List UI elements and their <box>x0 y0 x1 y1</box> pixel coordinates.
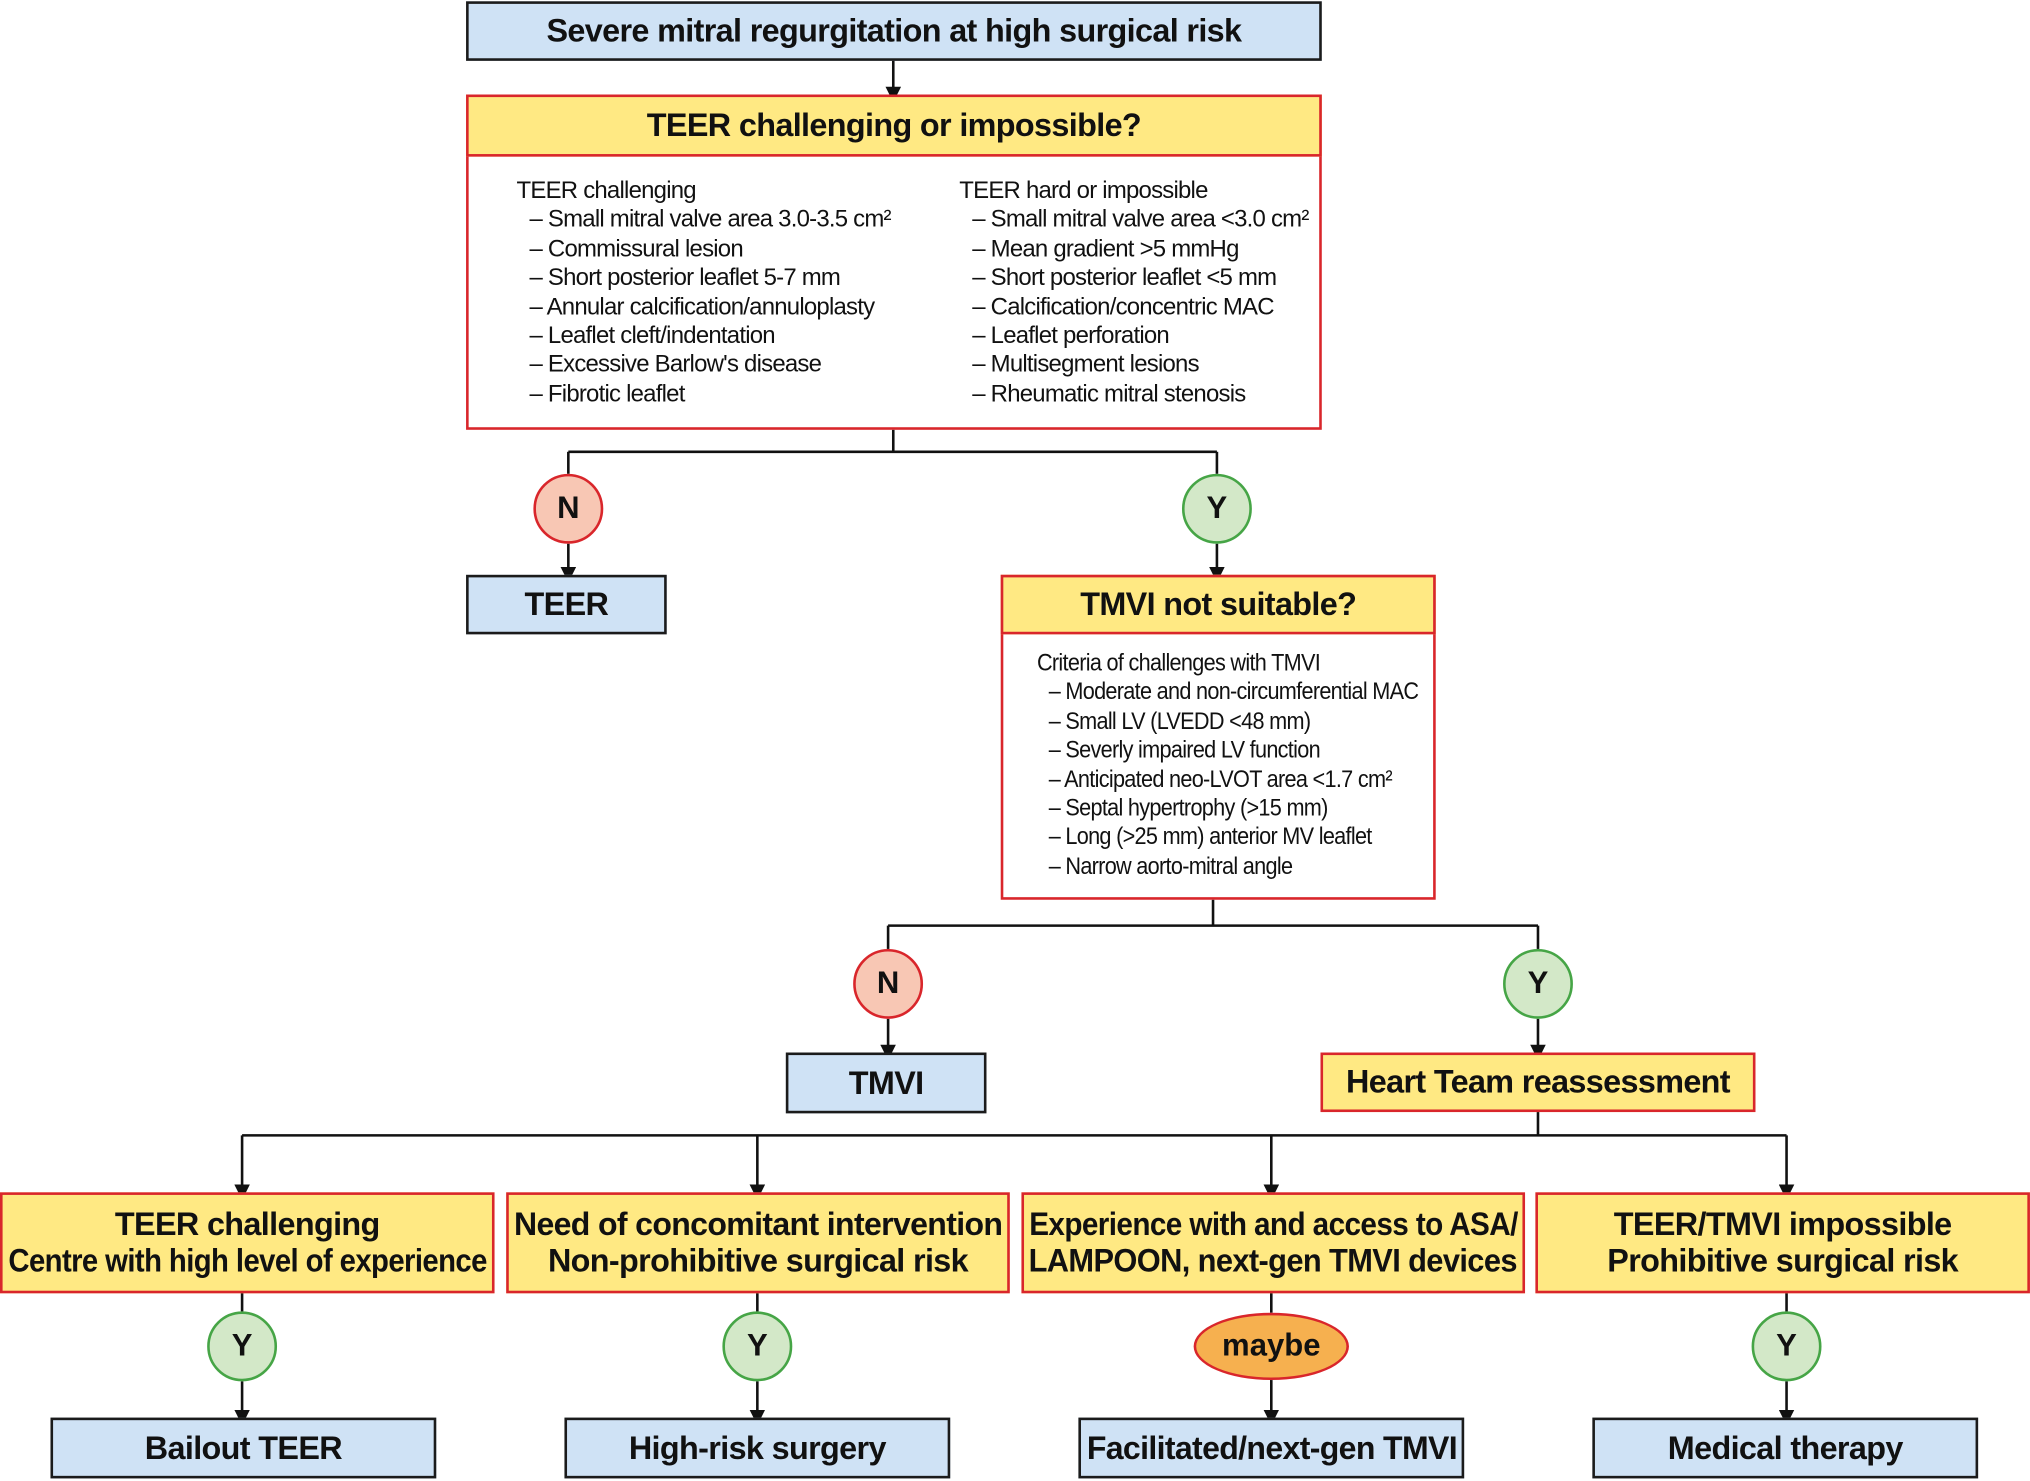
yes-decision-circle: Y <box>207 1311 278 1382</box>
start-label: Severe mitral regurgitation at high surg… <box>546 12 1242 50</box>
list-item: Small mitral valve area <3.0 cm² <box>959 205 1310 234</box>
list-item: Small mitral valve area 3.0-3.5 cm² <box>517 205 892 234</box>
tmvi-criteria-heading: Criteria of challenges with TMVI <box>1036 648 1321 676</box>
yes-label: Y <box>746 1328 768 1364</box>
teer-impossible-list: TEER hard or impossible Small mitral val… <box>959 176 1310 408</box>
teer-outcome-label: TEER <box>524 586 609 623</box>
tmvi-outcome-box: TMVI <box>785 1052 987 1114</box>
option-line1: TEER challenging <box>114 1206 380 1243</box>
yes-decision-circle: Y <box>1181 473 1252 544</box>
outcome-box-high-risk-surgery: High-risk surgery <box>564 1417 951 1479</box>
list-item: Rheumatic mitral stenosis <box>959 379 1308 408</box>
list-item: Commissural lesion <box>517 234 891 263</box>
option-line2: Centre with high level of experience <box>8 1242 487 1280</box>
teer-challenging-heading: TEER challenging <box>516 176 697 204</box>
no-label: N <box>557 490 580 526</box>
maybe-decision-ellipse: maybe <box>1193 1312 1349 1381</box>
outcome-box-next-gen-tmvi: Facilitated/next-gen TMVI <box>1078 1417 1465 1479</box>
tmvi-question-title: TMVI not suitable? <box>1080 586 1357 623</box>
list-item: Small LV (LVEDD <48 mm) <box>1037 707 1418 736</box>
tmvi-question-header: TMVI not suitable? <box>1000 574 1436 635</box>
option-box-surgery: Need of concomitant intervention Non-pro… <box>506 1192 1010 1294</box>
yes-decision-circle: Y <box>1751 1311 1822 1382</box>
list-item: Long (>25 mm) anterior MV leaflet <box>1037 823 1418 852</box>
yes-decision-circle: Y <box>722 1311 793 1382</box>
no-label: N <box>876 965 900 1001</box>
list-item: Annular calcification/annuloplasty <box>517 292 891 321</box>
option-line1: Need of concomitant intervention <box>513 1206 1003 1243</box>
list-item: Leaflet cleft/indentation <box>517 321 891 350</box>
yes-label: Y <box>1776 1328 1797 1364</box>
outcome-box-medical-therapy: Medical therapy <box>1592 1417 1979 1479</box>
yes-label: Y <box>1527 965 1549 1001</box>
option-line2: LAMPOON, next-gen TMVI devices <box>1029 1242 1518 1280</box>
list-item: Narrow aorto-mitral angle <box>1037 852 1418 881</box>
option-line1: TEER/TMVI impossible <box>1613 1206 1952 1243</box>
list-item: Fibrotic leaflet <box>517 379 891 408</box>
list-item: Calcification/concentric MAC <box>959 292 1308 321</box>
maybe-label: maybe <box>1222 1328 1321 1364</box>
yes-label: Y <box>231 1328 253 1364</box>
option-box-medical: TEER/TMVI impossible Prohibitive surgica… <box>1535 1192 2030 1294</box>
outcome-label: Facilitated/next-gen TMVI <box>1086 1429 1457 1467</box>
tmvi-outcome-label: TMVI <box>848 1064 924 1102</box>
outcome-label: Bailout TEER <box>144 1429 343 1467</box>
list-item: Excessive Barlow's disease <box>517 350 891 379</box>
yes-decision-circle: Y <box>1503 948 1573 1019</box>
tmvi-criteria-list: Criteria of challenges with TMVI Moderat… <box>1036 648 1419 881</box>
heart-team-reassessment-box: Heart Team reassessment <box>1320 1052 1756 1113</box>
list-item: Moderate and non-circumferential MAC <box>1037 678 1419 707</box>
teer-outcome-box: TEER <box>466 574 667 635</box>
outcome-label: Medical therapy <box>1667 1429 1904 1467</box>
teer-question-title: TEER challenging or impossible? <box>646 107 1142 144</box>
list-item: Mean gradient >5 mmHg <box>959 234 1308 263</box>
list-item: Short posterior leaflet <5 mm <box>959 263 1308 292</box>
teer-impossible-heading: TEER hard or impossible <box>959 176 1208 204</box>
list-item: Severly impaired LV function <box>1037 736 1418 765</box>
teer-question-header: TEER challenging or impossible? <box>466 94 1322 157</box>
no-decision-circle: N <box>533 473 604 544</box>
option-box-next-gen-tmvi: Experience with and access to ASA/ LAMPO… <box>1021 1192 1526 1294</box>
list-item: Short posterior leaflet 5-7 mm <box>517 263 891 292</box>
yes-label: Y <box>1206 490 1228 526</box>
list-item: Leaflet perforation <box>959 321 1308 350</box>
option-line1: Experience with and access to ASA/ <box>1028 1206 1518 1243</box>
no-decision-circle: N <box>853 948 924 1019</box>
start-box: Severe mitral regurgitation at high surg… <box>466 1 1322 61</box>
outcome-box-bailout-teer: Bailout TEER <box>50 1417 437 1479</box>
outcome-label: High-risk surgery <box>628 1429 887 1467</box>
list-item: Septal hypertrophy (>15 mm) <box>1037 794 1418 823</box>
heart-team-reassessment-label: Heart Team reassessment <box>1346 1064 1731 1101</box>
option-line2: Non-prohibitive surgical risk <box>547 1242 969 1280</box>
list-item: Anticipated neo-LVOT area <1.7 cm² <box>1037 765 1418 794</box>
option-line2: Prohibitive surgical risk <box>1607 1242 1959 1280</box>
option-box-bailout: TEER challenging Centre with high level … <box>0 1192 495 1294</box>
teer-challenging-list: TEER challenging Small mitral valve area… <box>516 176 892 408</box>
list-item: Multisegment lesions <box>959 350 1308 379</box>
